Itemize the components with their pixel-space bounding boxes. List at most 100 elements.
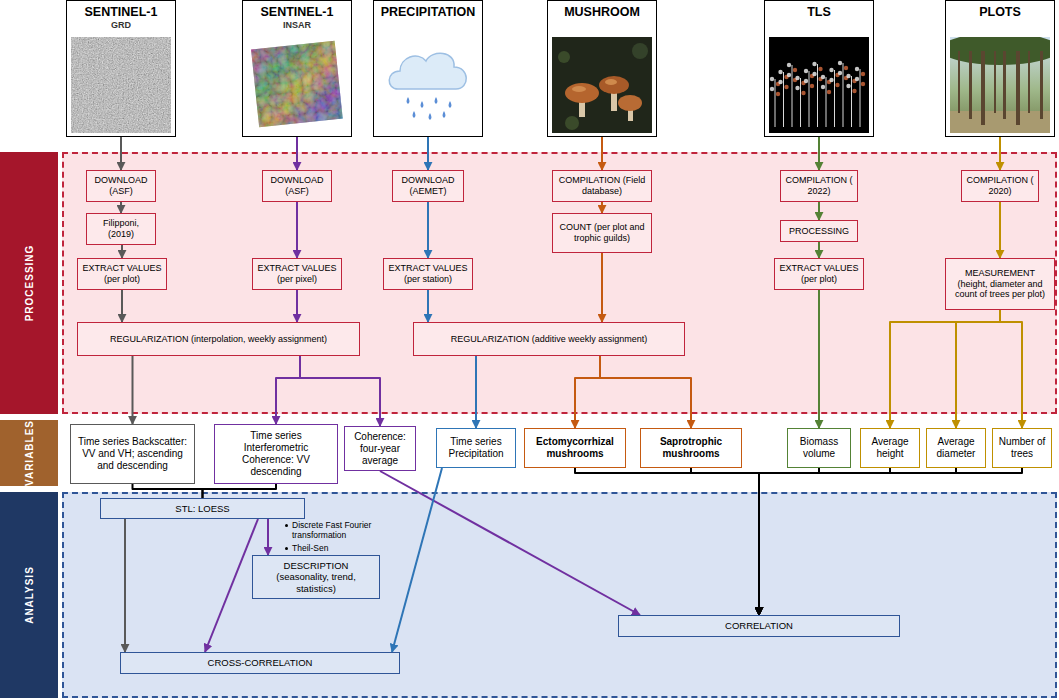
box-text: DOWNLOAD (ASF) xyxy=(267,175,327,197)
box-text: COMPILATION ( 2020) xyxy=(966,175,1034,197)
connector xyxy=(600,356,691,428)
process-box: COMPILATION (Field database) xyxy=(552,170,652,202)
source-title: SENTINEL-1 xyxy=(261,5,334,20)
connector xyxy=(132,356,134,424)
connector xyxy=(296,137,298,170)
box-text: COMPILATION (Field database) xyxy=(557,175,647,197)
connector xyxy=(276,356,300,424)
process-box: EXTRACT VALUES (per station) xyxy=(383,258,473,290)
connector xyxy=(300,356,380,426)
box-text: Time series Backscatter: VV and VH; asce… xyxy=(75,436,190,472)
connector xyxy=(890,310,1000,428)
process-box: EXTRACT VALUES (per pixel) xyxy=(252,258,342,290)
section-label: ANALYSIS xyxy=(24,566,35,624)
connector xyxy=(601,202,603,213)
source-illustration xyxy=(769,37,869,133)
section-band: PROCESSING DOWNLOAD (ASF) Filipponi, (2019… xyxy=(0,152,1057,414)
box-text: Coherence: four-year average xyxy=(349,431,411,467)
connector xyxy=(601,253,603,322)
analysis-box: CROSS-CORRELATION xyxy=(120,652,400,674)
box-text: Filipponi, (2019) xyxy=(91,218,151,240)
box-text: Average diameter xyxy=(931,436,981,460)
source-subtitle: INSAR xyxy=(283,20,311,31)
section-label: VARIABLES xyxy=(24,420,35,486)
connector xyxy=(691,468,759,615)
box-text: COMPILATION ( 2022) xyxy=(785,175,853,197)
source-subtitle: GRD xyxy=(111,20,131,31)
connector xyxy=(427,290,429,322)
variable-box: Saprotrophic mushrooms xyxy=(640,428,742,468)
source-box: PRECIPITATION xyxy=(373,0,483,137)
method-note: Discrete Fast Fourier transformation xyxy=(285,520,380,540)
source-title: TLS xyxy=(807,5,831,20)
connector xyxy=(124,519,126,652)
connector xyxy=(121,245,123,258)
source-illustration xyxy=(950,37,1050,133)
box-text: Average height xyxy=(865,436,915,460)
process-box: EXTRACT VALUES (per plot) xyxy=(77,258,167,290)
connector xyxy=(427,137,429,170)
source-box: MUSHROOM xyxy=(547,0,657,137)
box-text: STL: LOESS xyxy=(175,503,229,514)
connector xyxy=(1000,310,1022,428)
connector xyxy=(601,137,603,170)
connector xyxy=(575,356,600,428)
box-text: Number of trees xyxy=(997,436,1047,460)
source-title: PRECIPITATION xyxy=(381,5,476,20)
connector xyxy=(818,137,820,170)
box-text: DOWNLOAD (AEMET) xyxy=(397,175,459,197)
box-text: EXTRACT VALUES (per pixel) xyxy=(257,263,337,285)
process-box: REGULARIZATION (interpolation, weekly as… xyxy=(77,322,360,356)
variable-box: Average diameter xyxy=(926,428,986,468)
box-text: Ectomycorrhizal mushrooms xyxy=(529,436,621,460)
connector xyxy=(120,202,122,213)
process-box: DOWNLOAD (ASF) xyxy=(262,170,332,202)
process-box: COUNT (per plot and trophic guilds) xyxy=(552,213,652,253)
box-text: Biomass volume xyxy=(792,436,846,460)
process-box: COMPILATION ( 2020) xyxy=(961,170,1039,202)
source-title: SENTINEL-1 xyxy=(85,5,158,20)
box-text: DESCRIPTION (seasonality, trend, statist… xyxy=(257,560,375,594)
process-box: COMPILATION ( 2022) xyxy=(780,170,858,202)
variable-box: Number of trees xyxy=(992,428,1052,468)
process-box: DOWNLOAD (AEMET) xyxy=(392,170,464,202)
box-text: REGULARIZATION (interpolation, weekly as… xyxy=(110,334,327,345)
box-text: Time series Interferometric Coherence: V… xyxy=(219,430,333,478)
connector xyxy=(475,356,477,428)
box-text: EXTRACT VALUES (per plot) xyxy=(82,263,162,285)
box-text: Time series Precipitation xyxy=(441,436,511,460)
process-box: REGULARIZATION (additive weekly assignme… xyxy=(413,322,685,356)
source-title: MUSHROOM xyxy=(564,5,640,20)
source-title: PLOTS xyxy=(979,5,1021,20)
connector xyxy=(427,202,429,258)
connector xyxy=(380,471,640,615)
connector xyxy=(121,290,123,322)
variable-box: Ectomycorrhizal mushrooms xyxy=(524,428,626,468)
box-text: MEASUREMENT (height, diameter and count … xyxy=(950,268,1050,300)
box-text: COUNT (per plot and trophic guilds) xyxy=(557,222,647,244)
box-text: Saprotrophic mushrooms xyxy=(645,436,737,460)
connector xyxy=(205,519,258,652)
process-box: MEASUREMENT (height, diameter and count … xyxy=(945,258,1055,310)
connector xyxy=(999,202,1001,258)
connector xyxy=(818,290,820,428)
variable-box: Biomass volume xyxy=(787,428,851,468)
connector xyxy=(759,468,956,615)
connector xyxy=(392,468,442,652)
source-illustration xyxy=(247,37,347,133)
box-text: REGULARIZATION (additive weekly assignme… xyxy=(451,334,647,345)
source-illustration xyxy=(378,37,478,133)
source-box: SENTINEL-1INSAR xyxy=(242,0,352,137)
connector xyxy=(267,519,269,555)
analysis-box: DESCRIPTION (seasonality, trend, statist… xyxy=(252,555,380,599)
section-band: VARIABLES xyxy=(0,420,58,486)
connector xyxy=(120,137,122,170)
source-box: SENTINEL-1GRD xyxy=(66,0,176,137)
section-label: PROCESSING xyxy=(24,245,35,322)
analysis-box: STL: LOESS xyxy=(100,498,305,519)
connector xyxy=(999,137,1001,170)
section-band: ANALYSIS STL: LOESS DESCRIPTION (seasonali… xyxy=(0,492,1057,698)
source-box: TLS xyxy=(764,0,874,137)
box-text: CORRELATION xyxy=(725,620,793,631)
box-text: DOWNLOAD (ASF) xyxy=(91,175,151,197)
